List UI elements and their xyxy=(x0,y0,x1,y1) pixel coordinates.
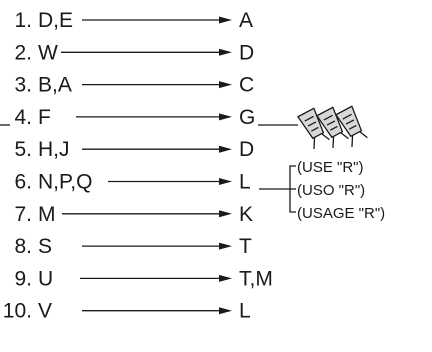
row-number: 10. xyxy=(3,300,32,323)
row-target: T,M xyxy=(239,267,273,290)
row-number: 7. xyxy=(14,203,32,226)
row-number: 6. xyxy=(14,171,32,194)
row-source: B,A xyxy=(38,74,72,97)
row-source: N,P,Q xyxy=(38,171,92,194)
arrow-head xyxy=(219,16,232,24)
row-source: W xyxy=(38,41,58,64)
arrow-head xyxy=(219,81,232,89)
row-source: U xyxy=(38,267,53,290)
row-source: F xyxy=(38,106,51,129)
mapping-row: 5. H,J D xyxy=(14,138,254,161)
mapping-row: 2. W D xyxy=(14,41,254,64)
mapping-row: 4. F G xyxy=(14,106,255,129)
row-number: 8. xyxy=(14,235,32,258)
mapping-row: 7. M K xyxy=(14,203,253,226)
row-target: T xyxy=(239,235,252,258)
row-target: K xyxy=(239,203,253,226)
row-source: H,J xyxy=(38,138,70,161)
mapping-row: 1. D,E A xyxy=(14,9,253,32)
note-uso-r: (USO "R") xyxy=(297,182,365,199)
row-source: M xyxy=(38,203,56,226)
mapping-row: 3. B,A C xyxy=(14,74,254,97)
row-target: G xyxy=(239,106,255,129)
row-number: 2. xyxy=(14,41,32,64)
arrow-head xyxy=(219,48,232,56)
arrow-head xyxy=(219,307,232,315)
mapping-row: 8. S T xyxy=(14,235,252,258)
row-target: C xyxy=(239,74,254,97)
row-target: L xyxy=(239,171,251,194)
arrow-head xyxy=(219,113,232,121)
row-number: 4. xyxy=(14,106,32,129)
row-source: V xyxy=(38,300,52,323)
arrow-head xyxy=(219,274,232,282)
row-source: S xyxy=(38,235,52,258)
row-number: 5. xyxy=(14,138,32,161)
row-target: D xyxy=(239,41,254,64)
arrow-head xyxy=(219,242,232,250)
mapping-row: 6. N,P,Q L xyxy=(14,171,250,194)
row-target: A xyxy=(239,9,253,32)
note-use-r: (USE "R") xyxy=(297,159,363,176)
row-target: D xyxy=(239,138,254,161)
notes-bracket xyxy=(259,165,296,213)
arrow-head xyxy=(219,178,232,185)
row-source: D,E xyxy=(38,9,73,32)
row-number: 3. xyxy=(14,74,32,97)
row-target: L xyxy=(239,300,251,323)
note-usage-r: (USAGE "R") xyxy=(297,205,385,222)
row-number: 9. xyxy=(14,267,32,290)
row-number: 1. xyxy=(14,9,32,32)
arrow-head xyxy=(219,210,232,218)
mapping-row: 10. V L xyxy=(3,300,251,323)
mapping-row: 9. U T,M xyxy=(14,267,272,290)
arrow-head xyxy=(219,145,232,153)
wire-nut-connectors-icon xyxy=(297,105,368,150)
